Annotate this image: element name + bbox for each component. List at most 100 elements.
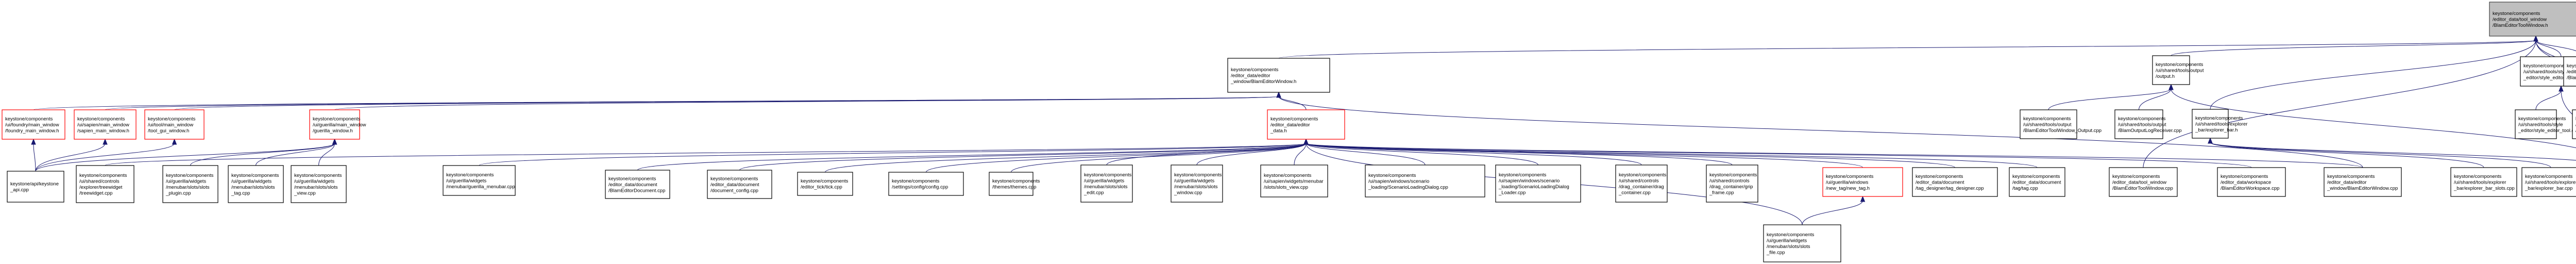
graph-node[interactable]: keystone/components/ui/guerilla/widgets/… (1763, 224, 1841, 262)
arrowhead-icon (332, 138, 337, 145)
node-label-line: keystone/components (2567, 63, 2576, 69)
graph-node[interactable]: keystone/components/ui/shared/tools/outp… (2152, 55, 2204, 85)
dependency-edge (2210, 142, 2484, 168)
node-label-line: keystone/components (2118, 116, 2166, 122)
node-label-line: /ui/shared/tools/explorer (2525, 179, 2576, 185)
node-box (888, 172, 964, 196)
dependency-edge (825, 143, 1307, 173)
dependency-edge (35, 143, 335, 172)
node-label-line: _loading/ScenarioLoadingDialog (1498, 184, 1569, 190)
graph-node[interactable]: keystone/components/ui/sapien/windows/sc… (1495, 164, 1581, 203)
node-label-line: _window/BlamEditorWindow.h (1230, 79, 1296, 85)
graph-node[interactable]: keystone/components/ui/shared/tools/expl… (2521, 167, 2576, 197)
node-label-line: keystone/components (1709, 172, 1757, 178)
node-box (989, 172, 1033, 196)
node-box (1706, 164, 1758, 203)
node-label-line: _bar/explorer_bar.h (2195, 127, 2238, 133)
graph-node[interactable]: keystone/components/ui/shared/tools/outp… (2114, 109, 2182, 139)
node-label-line: _api.cpp (10, 187, 29, 193)
node-label-line: /ui/guerilla/widgets (1174, 178, 1214, 184)
graph-node[interactable]: keystone/components/editor_data/editor_w… (2324, 167, 2402, 197)
node-label-line: /settings/config/config.cpp (892, 185, 948, 190)
dependency-edge (2535, 40, 2576, 52)
node-box (605, 170, 670, 199)
graph-node[interactable]: keystone/components/ui/guerilla/widgets/… (1171, 164, 1223, 203)
graph-node[interactable]: keystone/components/ui/guerilla/widgets/… (291, 165, 347, 203)
graph-node[interactable]: keystone/components/editor_data/workspac… (2217, 167, 2286, 197)
graph-node[interactable]: keystone/api/keystone_api.cpp (7, 171, 64, 203)
node-label-line: /explorer/treewidget (79, 185, 123, 190)
node-label-line: keystone/components (2195, 116, 2243, 121)
graph-node[interactable]: keystone/components/ui/guerilla/widgets/… (443, 165, 516, 196)
graph-node[interactable]: keystone/components/ui/shared/controls/e… (76, 165, 134, 203)
graph-node[interactable]: keystone/components/ui/guerilla/main_win… (309, 109, 366, 140)
node-label-line: keystone/components (710, 176, 758, 182)
dependency-edge (739, 143, 1307, 171)
node-label-line: /foundry_main_window.h (5, 128, 59, 134)
graph-node[interactable]: keystone/components/editor_data/document… (605, 170, 670, 199)
graph-node[interactable]: keystone/components/ui/guerilla/widgets/… (1080, 164, 1133, 203)
dependency-edge (1278, 96, 2363, 168)
graph-node[interactable]: keystone/components/editor_tick/tick.cpp (797, 172, 853, 196)
node-label-line: /ui/shared/tools/explorer (2454, 179, 2506, 185)
node-label-line: /new_tag/new_tag.h (1826, 186, 1870, 191)
dependency-edge (2171, 88, 2576, 148)
node-label-line: /editor_data/editor (1270, 122, 1310, 128)
node-label-line: /editor_data/editor (2327, 179, 2367, 185)
graph-node[interactable]: keystone/components/editor_data/workspac… (2563, 56, 2576, 87)
graph-node[interactable]: keystone/components/editor_data/document… (2009, 167, 2065, 197)
dependency-edge (1306, 143, 1863, 168)
graph-node[interactable]: keystone/components/ui/shared/tools/outp… (2020, 109, 2102, 139)
dependency-edge (2535, 90, 2562, 110)
graph-node[interactable]: keystone/components/ui/shared/controls/d… (1706, 164, 1758, 203)
dependency-edge (1011, 143, 1307, 173)
graph-node[interactable]: keystone/components/ui/shared/tools/styl… (2515, 109, 2576, 139)
graph-node[interactable]: keystone/components/ui/foundry/main_wind… (2, 109, 65, 140)
node-label-line: keystone/components (1767, 232, 1815, 238)
graph-node[interactable]: keystone/components/themes/themes.cpp (989, 172, 1040, 196)
dependency-edge (2171, 40, 2536, 56)
node-label-line: keystone/components (1174, 172, 1222, 178)
dependency-edge (35, 143, 106, 172)
graph-node[interactable]: keystone/components/ui/sapien/main_windo… (74, 109, 137, 140)
node-box (2489, 2, 2576, 37)
node-label-line: keystone/components (1084, 172, 1132, 178)
graph-node[interactable]: keystone/components/ui/guerilla/widgets/… (228, 165, 284, 203)
graph-node[interactable]: keystone/components/editor_data/editor_w… (1227, 58, 1330, 93)
node-label-line: /BlamEditorToolWindow.h (2493, 23, 2548, 28)
node-label-line: _editor/style_editor_tool.h (2523, 75, 2576, 80)
graph-node[interactable]: keystone/components/settings/config/conf… (888, 172, 964, 196)
graph-node[interactable]: keystone/components/editor_data/tool_win… (2109, 167, 2178, 197)
dependency-edge (318, 143, 335, 166)
node-label-line: /menubar/slots/slots (231, 185, 275, 190)
node-label-line: /ui/guerilla/widgets (1767, 238, 1807, 244)
node-label-line: /ui/shared/tools/output (2156, 68, 2204, 73)
graph-node[interactable]: keystone/components/editor_data/editor_d… (1267, 109, 1345, 140)
graph-node[interactable]: keystone/components/ui/sapien/windows/sc… (1365, 164, 1485, 197)
dependency-edge (1306, 143, 2038, 168)
graph-node[interactable]: keystone/components/ui/tool/main_window/… (144, 109, 205, 140)
dependency-edge (1306, 143, 1426, 166)
graph-node[interactable]: keystone/components/ui/shared/tools/expl… (2450, 167, 2517, 197)
dependency-edge (1306, 143, 1955, 168)
graph-node[interactable]: keystone/components/ui/sapien/widgets/me… (1260, 164, 1328, 197)
node-label-line: keystone/components (2023, 116, 2071, 122)
node-box (74, 109, 137, 140)
node-label-line: /menubar/slots/slots (1084, 184, 1128, 190)
graph-node[interactable]: keystone/components/ui/guerilla/widgets/… (162, 165, 218, 203)
graph-node[interactable]: keystone/components/editor_data/document… (707, 170, 772, 199)
dependency-edge (1306, 143, 2363, 168)
dependency-edge (1306, 143, 1642, 166)
arrowhead-icon (2168, 84, 2174, 90)
node-label-line: _bar/explorer_bar.cpp (2524, 186, 2572, 191)
graph-node[interactable]: keystone/components/ui/shared/controls/d… (1615, 164, 1668, 203)
node-box (797, 172, 853, 196)
graph-node[interactable]: keystone/components/editor_data/workspac… (2572, 109, 2576, 139)
graph-node[interactable]: keystone/components/editor_data/document… (1912, 167, 1998, 197)
node-box (2114, 109, 2163, 139)
node-box (1822, 167, 1903, 197)
graph-node[interactable]: keystone/components/ui/guerilla/windows/… (1822, 167, 1903, 197)
node-label-line: keystone/components (1264, 173, 1312, 178)
graph-node[interactable]: keystone/components/ui/shared/tools/expl… (2192, 109, 2247, 139)
node-box (309, 109, 360, 140)
